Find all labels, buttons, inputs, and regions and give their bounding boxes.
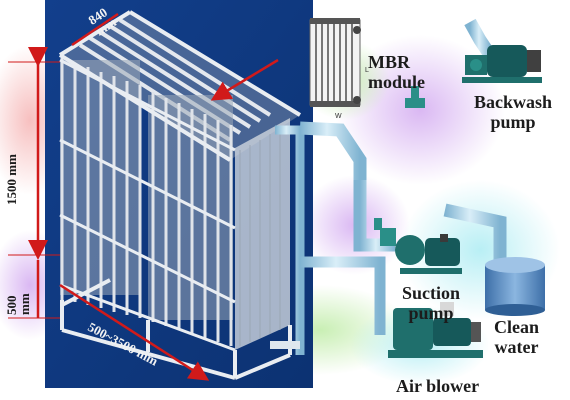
clean-water-label: Clean water [494, 317, 539, 357]
svg-text:W: W [335, 113, 342, 120]
membrane-module-icon: L W [309, 18, 369, 120]
valve-icon [374, 86, 425, 246]
clean-water-tank-icon [485, 257, 545, 316]
suction-pump-icon [395, 234, 462, 274]
pipe-network [299, 11, 507, 335]
mbr-rack [58, 10, 305, 380]
backwash-pump-label: Backwash pump [474, 92, 553, 132]
air-blower-label: Air blower [396, 376, 480, 396]
air-blower-icon [388, 302, 483, 358]
base-height-dimension-label: 500 mm [4, 293, 32, 315]
suction-pump-label: Suction pump [402, 283, 461, 323]
dimension-lines [8, 12, 279, 381]
svg-text:L: L [365, 67, 369, 74]
height-dimension-label: 1500 mm [4, 154, 19, 205]
backwash-pump-icon [462, 45, 542, 83]
mbr-module-label: MBR module [368, 52, 426, 92]
